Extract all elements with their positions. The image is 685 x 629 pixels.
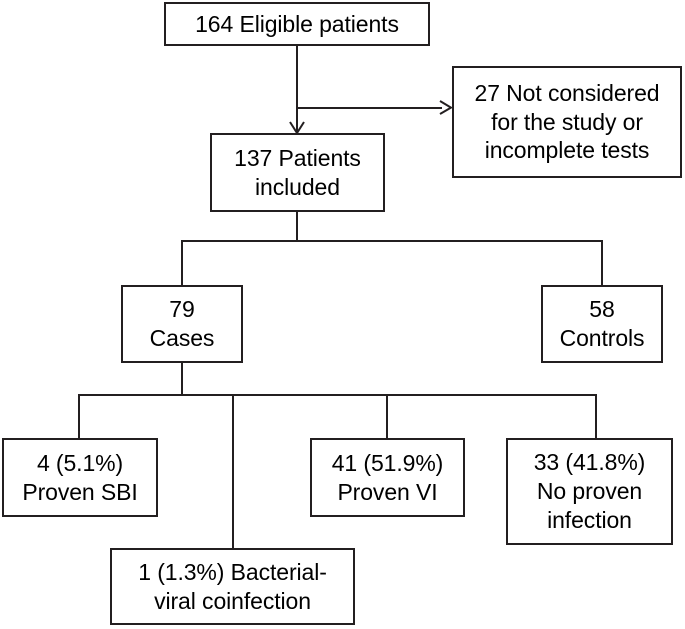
node-line: 137 Patients <box>234 144 361 171</box>
node-patients-included: 137 Patients included <box>210 133 385 212</box>
edge-drop-to-cases <box>181 240 183 285</box>
node-line: 33 (41.8%) <box>533 449 646 476</box>
node-line: for the study or <box>491 108 643 135</box>
edge-drop-to-coinfection <box>232 394 234 548</box>
node-cases: 79 Cases <box>121 285 243 363</box>
arrowhead-right-icon <box>436 99 454 117</box>
edge-split-bar-outcomes <box>78 394 597 396</box>
node-not-considered: 27 Not considered for the study or incom… <box>452 66 682 178</box>
edge-to-excluded <box>296 107 442 109</box>
edge-drop-to-no-proven-infection <box>595 394 597 438</box>
node-line: Cases <box>149 325 215 351</box>
node-line: 41 (51.9%) <box>331 449 444 476</box>
node-line: viral coinfection <box>154 587 311 614</box>
node-no-proven-infection: 33 (41.8%) No proven infection <box>506 438 673 545</box>
edge-drop-to-controls <box>601 240 603 285</box>
node-line: 58 <box>589 296 615 323</box>
edge-eligible-to-included <box>296 46 298 132</box>
node-bacterial-viral-coinfection: 1 (1.3%) Bacterial- viral coinfection <box>110 548 355 625</box>
node-line: Proven SBI <box>22 478 138 505</box>
edge-included-stem <box>296 212 298 242</box>
node-line: Proven VI <box>337 478 438 505</box>
edge-cases-stem <box>181 363 183 396</box>
node-line: incomplete tests <box>484 137 650 164</box>
edge-drop-to-proven-sbi <box>78 394 80 438</box>
node-line: infection <box>547 506 632 533</box>
node-line: included <box>255 173 340 200</box>
node-line: 79 <box>169 296 195 323</box>
node-proven-sbi: 4 (5.1%) Proven SBI <box>2 438 158 517</box>
node-line: 27 Not considered <box>474 79 660 106</box>
node-proven-vi: 41 (51.9%) Proven VI <box>310 438 465 517</box>
node-controls: 58 Controls <box>541 285 663 363</box>
edge-drop-to-proven-vi <box>386 394 388 438</box>
node-eligible-patients: 164 Eligible patients <box>164 2 430 46</box>
node-line: No proven <box>536 478 643 505</box>
node-line: Controls <box>559 325 645 351</box>
edge-split-bar-cases-controls <box>181 240 603 242</box>
node-line: 1 (1.3%) Bacterial- <box>138 558 327 585</box>
node-line: 4 (5.1%) <box>36 449 124 476</box>
node-line: 164 Eligible patients <box>195 10 399 37</box>
